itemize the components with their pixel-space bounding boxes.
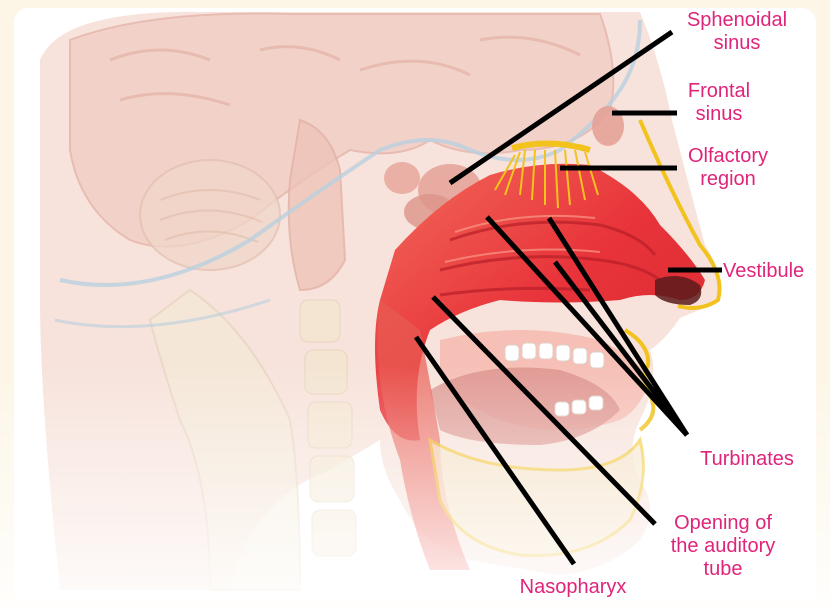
- label-frontal-sinus-line1: Frontal: [677, 80, 761, 103]
- label-frontal-sinus-line2: sinus: [677, 103, 761, 126]
- label-olfactory-region-line2: region: [674, 168, 782, 191]
- label-turbinates: Turbinates: [682, 448, 812, 471]
- label-sphenoidal-sinus-line2: sinus: [672, 32, 802, 55]
- label-olfactory-region: Olfactory region: [674, 145, 782, 191]
- label-nasopharyx-line1: Nasopharyx: [496, 576, 650, 599]
- label-vestibule: Vestibule: [723, 260, 828, 283]
- label-sphenoidal-sinus-line1: Sphenoidal: [672, 9, 802, 32]
- label-olfactory-region-line1: Olfactory: [674, 145, 782, 168]
- label-turbinates-line1: Turbinates: [682, 448, 812, 471]
- label-nasopharyx: Nasopharyx: [496, 576, 650, 599]
- label-vestibule-line1: Vestibule: [723, 260, 828, 283]
- label-auditory-tube-line2: the auditory: [650, 535, 796, 558]
- label-sphenoidal-sinus: Sphenoidal sinus: [672, 9, 802, 55]
- label-auditory-tube: Opening of the auditory tube: [650, 512, 796, 581]
- label-auditory-tube-line1: Opening of: [650, 512, 796, 535]
- label-frontal-sinus: Frontal sinus: [677, 80, 761, 126]
- label-auditory-tube-line3: tube: [650, 558, 796, 581]
